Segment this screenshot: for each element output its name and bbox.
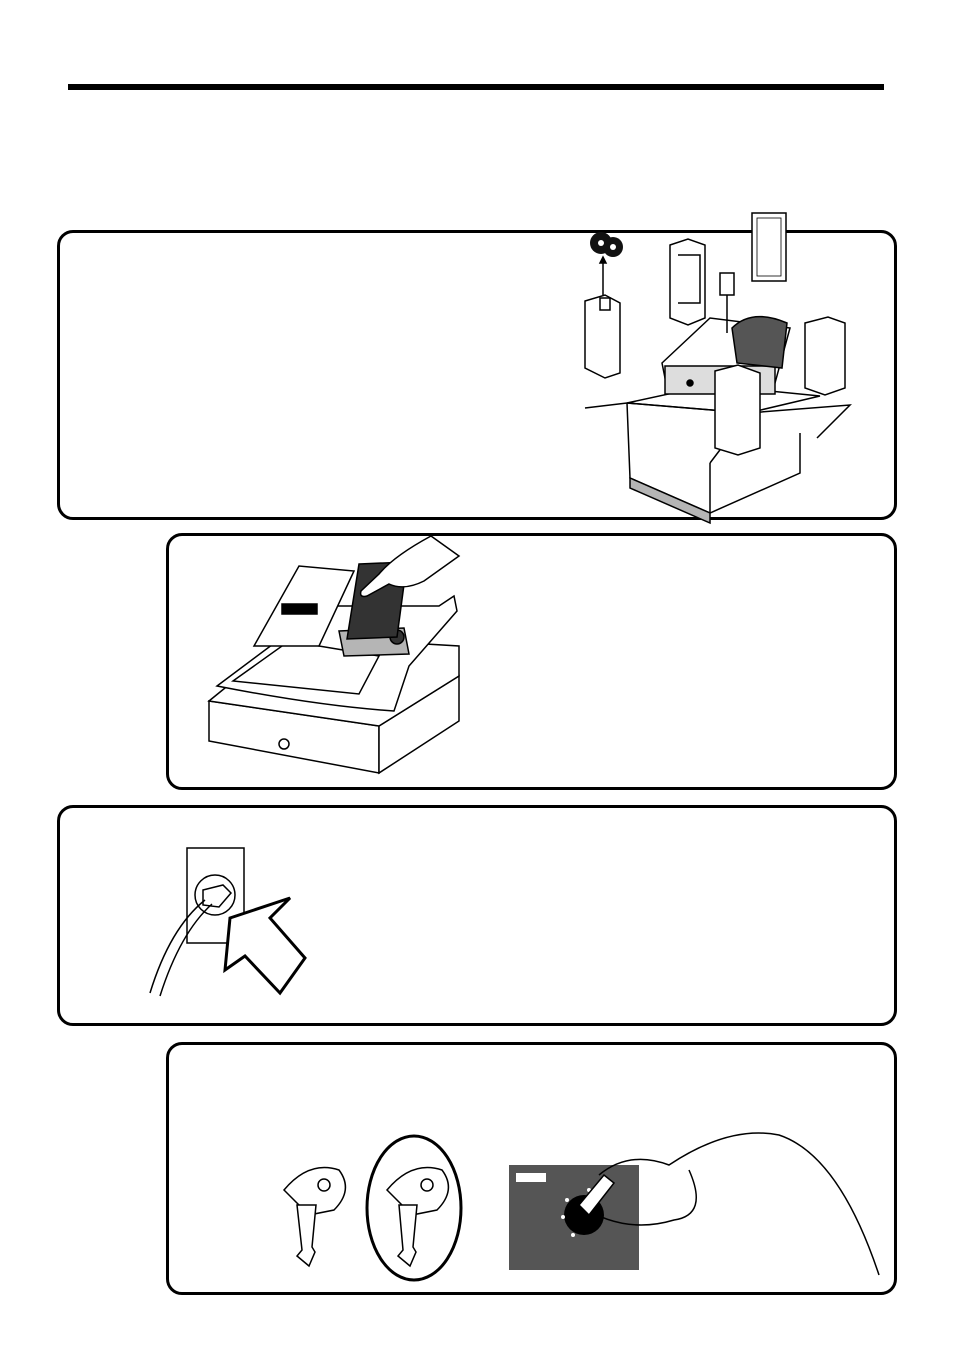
outlet-plug-illustration	[149, 847, 307, 997]
step-insert-key-panel	[166, 1042, 897, 1295]
step-plug-in-panel	[57, 805, 897, 1026]
box-contents-illustration	[584, 212, 852, 525]
ink-roll-icon	[590, 232, 623, 257]
top-rule	[68, 84, 884, 90]
mode-keys-illustration	[282, 1132, 880, 1282]
hand-icon	[577, 1132, 880, 1276]
hand-icon	[359, 535, 461, 598]
register-tape-illustration	[207, 535, 461, 775]
key-icon	[385, 1166, 450, 1268]
key-icon	[282, 1166, 347, 1268]
step-unpack-panel	[57, 212, 897, 525]
step-remove-tape-panel	[166, 533, 897, 790]
arrow-icon	[223, 896, 307, 996]
